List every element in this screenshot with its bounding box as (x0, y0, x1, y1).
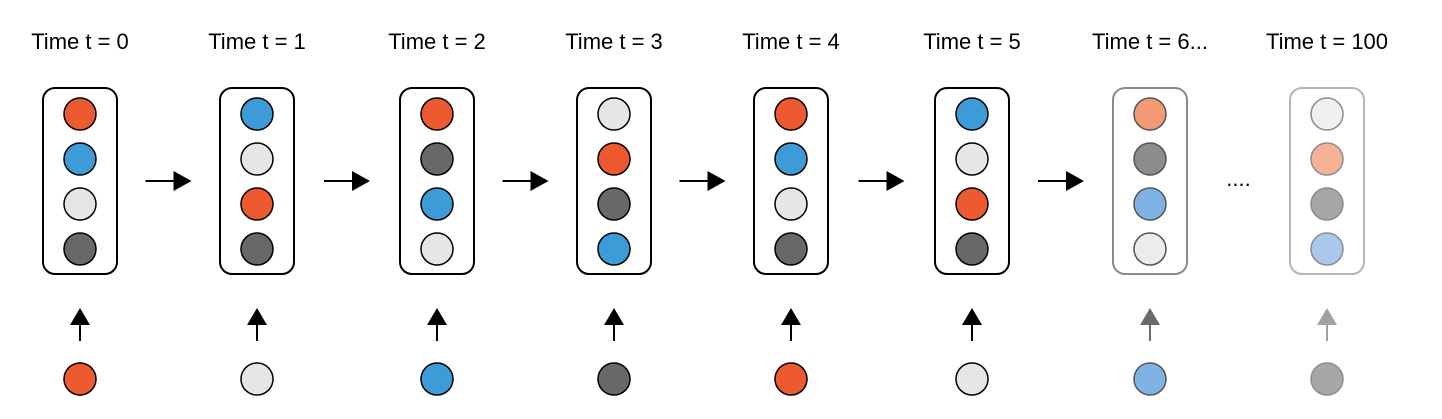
input-token (1133, 362, 1167, 396)
time-step-arrow (1038, 171, 1084, 191)
memory-box (42, 87, 118, 275)
memory-slot-4 (1133, 232, 1167, 266)
time-step-arrow-head (886, 171, 905, 191)
frame-t0: Time t = 0 (31, 29, 129, 396)
memory-slot-2 (774, 142, 808, 176)
frames-layer: Time t = 0 Time t = 1 Time t = 2 Time t = 3… (31, 29, 1388, 396)
memory-slot-2 (1133, 142, 1167, 176)
input-arrow-head (1317, 308, 1337, 325)
time-label: Time t = 3 (565, 29, 663, 54)
memory-slot-1 (1133, 97, 1167, 131)
memory-box (219, 87, 295, 275)
memory-slot-3 (597, 187, 631, 221)
time-step-arrow (145, 171, 192, 191)
input-arrow-head (70, 308, 90, 325)
input-token (955, 362, 989, 396)
frame-t2: Time t = 2 (388, 29, 486, 396)
frame-t5: Time t = 5 (923, 29, 1021, 396)
memory-slot-1 (955, 97, 989, 131)
memory-slot-3 (774, 187, 808, 221)
memory-slot-1 (597, 97, 631, 131)
input-token (1310, 362, 1344, 396)
memory-box (1289, 87, 1365, 275)
time-step-arrow (324, 171, 370, 191)
memory-slot-3 (1133, 187, 1167, 221)
time-label: Time t = 6... (1092, 29, 1208, 54)
ellipsis-layer: .... (1226, 166, 1250, 191)
input-token (774, 362, 808, 396)
memory-slot-2 (240, 142, 274, 176)
memory-slot-1 (240, 97, 274, 131)
time-label: Time t = 2 (388, 29, 486, 54)
time-step-arrow-head (173, 171, 192, 191)
memory-slot-2 (597, 142, 631, 176)
frame-t3: Time t = 3 (565, 29, 663, 396)
input-arrow-head (962, 308, 982, 325)
input-token (63, 362, 97, 396)
input-arrow-head (1140, 308, 1160, 325)
memory-slot-1 (63, 97, 97, 131)
memory-box (399, 87, 475, 275)
memory-slot-2 (420, 142, 454, 176)
memory-slot-4 (1310, 232, 1344, 266)
memory-box (753, 87, 829, 275)
memory-slot-1 (774, 97, 808, 131)
memory-slot-4 (955, 232, 989, 266)
input-token (240, 362, 274, 396)
time-step-arrow (679, 171, 726, 191)
memory-box (1112, 87, 1188, 275)
memory-box (576, 87, 652, 275)
memory-slot-2 (63, 142, 97, 176)
memory-slot-4 (774, 232, 808, 266)
memory-box (934, 87, 1010, 275)
memory-slot-3 (1310, 187, 1344, 221)
time-label: Time t = 1 (208, 29, 306, 54)
frame-t6: Time t = 6... (1092, 29, 1208, 396)
memory-slot-4 (420, 232, 454, 266)
memory-slot-3 (955, 187, 989, 221)
memory-slot-4 (597, 232, 631, 266)
input-arrow-head (247, 308, 267, 325)
time-label: Time t = 100 (1266, 29, 1388, 54)
memory-slot-3 (63, 187, 97, 221)
ellipsis-text: .... (1226, 166, 1250, 191)
input-arrow-head (604, 308, 624, 325)
memory-slot-2 (955, 142, 989, 176)
memory-slot-4 (63, 232, 97, 266)
memory-slot-3 (240, 187, 274, 221)
time-label: Time t = 5 (923, 29, 1021, 54)
frame-t1: Time t = 1 (208, 29, 306, 396)
frame-t4: Time t = 4 (742, 29, 840, 396)
time-step-arrow-head (530, 171, 549, 191)
input-token (597, 362, 631, 396)
memory-slot-1 (420, 97, 454, 131)
frame-t7: Time t = 100 (1266, 29, 1388, 396)
time-step-arrow-head (352, 171, 370, 191)
input-arrow-head (427, 308, 447, 325)
memory-slot-1 (1310, 97, 1344, 131)
memory-slot-4 (240, 232, 274, 266)
time-step-arrow-head (707, 171, 726, 191)
memory-slot-3 (420, 187, 454, 221)
memory-slot-2 (1310, 142, 1344, 176)
connectors-layer (145, 171, 1084, 191)
input-token (420, 362, 454, 396)
time-step-arrow-head (1066, 171, 1084, 191)
time-step-arrow (858, 171, 905, 191)
time-step-arrow (502, 171, 549, 191)
time-label: Time t = 4 (742, 29, 840, 54)
time-label: Time t = 0 (31, 29, 129, 54)
input-arrow-head (781, 308, 801, 325)
